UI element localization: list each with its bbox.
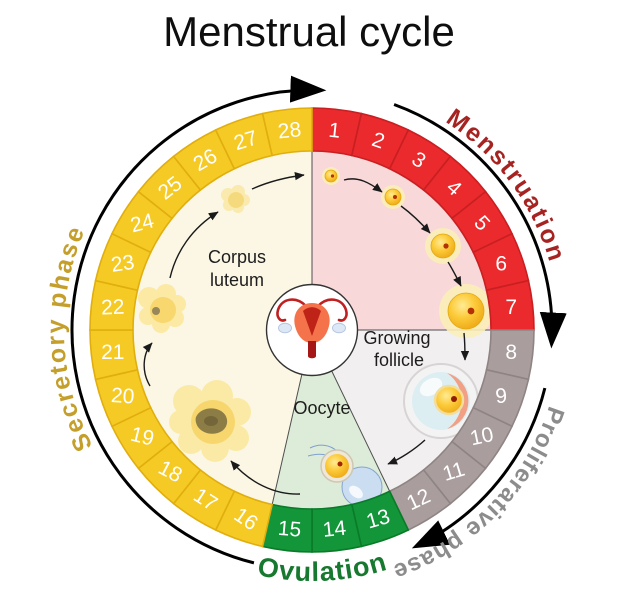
day-22-label: 22: [101, 296, 125, 320]
progression-arrow-icon: [447, 261, 462, 287]
clockwise-arrow-icon: [70, 75, 327, 565]
page-title: Menstrual cycle: [163, 8, 455, 55]
corpus-luteum-icon: [169, 380, 251, 462]
mature-follicle-icon: [403, 363, 479, 439]
day-23-label: 23: [110, 251, 136, 277]
follicle-icon: [425, 228, 461, 264]
clockwise-arrow-icon: [411, 387, 547, 549]
oocyte-icon: [307, 444, 383, 508]
inner-slice-menstruation: [312, 151, 491, 330]
follicle-icon: [322, 167, 340, 185]
day-19-label: 19: [128, 423, 156, 451]
corpus-luteum-icon: [138, 284, 186, 333]
inner-label-proliferative: Growing: [363, 328, 430, 348]
day-20-label: 20: [110, 384, 135, 409]
uterus-icon: [265, 283, 359, 377]
day-8-label: 8: [505, 341, 517, 364]
progression-arrow-icon: [251, 171, 305, 190]
clockwise-arrow-icon: [393, 103, 567, 349]
progression-arrow-icon: [142, 342, 153, 387]
follicle-icon: [381, 185, 405, 209]
follicle-icon: [439, 284, 493, 338]
progression-arrow-icon: [343, 178, 383, 193]
day-7-label: 7: [505, 296, 517, 319]
inner-label-ovulation: Oocyte: [293, 398, 350, 418]
progression-arrow-icon: [387, 439, 426, 465]
day-6-label: 6: [495, 252, 507, 275]
day-14-label: 14: [322, 517, 348, 542]
day-1-label: 1: [327, 119, 341, 143]
day-15-label: 15: [277, 517, 302, 542]
day-28-segment: [261, 107, 313, 157]
day-10-label: 10: [468, 423, 496, 450]
progression-arrow-icon: [460, 332, 470, 361]
slice-divider-line: [271, 374, 303, 505]
corpus-luteum-icon: [221, 185, 250, 213]
progression-arrow-icon: [400, 205, 431, 234]
inner-label-proliferative: follicle: [374, 350, 424, 370]
day-24-label: 24: [128, 209, 157, 237]
day-28-label: 28: [277, 118, 303, 143]
progression-arrow-icon: [230, 460, 301, 495]
day-21-label: 21: [101, 341, 124, 364]
slice-divider-line: [331, 370, 391, 492]
day-9-label: 9: [494, 384, 508, 408]
inner-label-secretory: luteum: [210, 270, 264, 290]
progression-arrow-icon: [169, 211, 219, 279]
inner-label-secretory: Corpus: [208, 247, 266, 267]
